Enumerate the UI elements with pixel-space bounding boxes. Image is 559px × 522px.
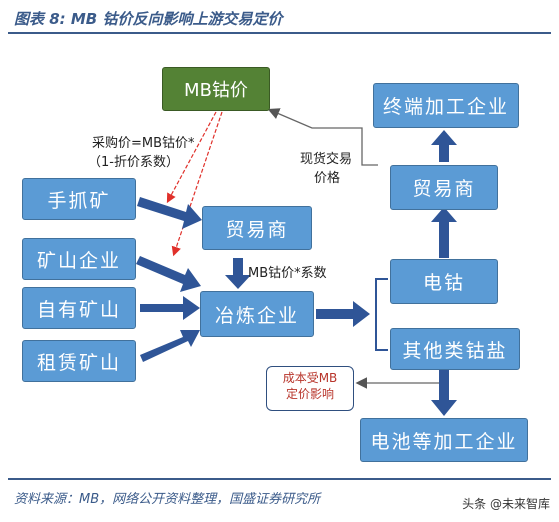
cost-note-line1: 成本受MB — [282, 371, 338, 385]
electro-cobalt-box: 电钴 — [390, 259, 498, 304]
battery-box: 电池等加工企业 — [360, 418, 528, 462]
smelter-box: 冶炼企业 — [200, 291, 314, 337]
mb-coef-label: MB钴价*系数 — [248, 266, 327, 281]
red-arrow-to-mine — [171, 111, 223, 257]
terminal-box: 终端加工企业 — [373, 83, 519, 128]
arrow-salt-to-battery — [431, 368, 457, 416]
smelter-bracket — [375, 278, 388, 351]
watermark: 头条 @未来智库 — [459, 494, 553, 513]
figure-title: 图表 8: MB 钴价反向影响上游交易定价 — [14, 10, 283, 28]
mine-company-box: 矿山企业 — [22, 238, 136, 280]
footer-rule — [8, 478, 551, 480]
arrow-own-to-smelter — [140, 296, 200, 320]
mb-price-box: MB钴价 — [162, 67, 270, 111]
spot-price-label-line2: 价格 — [314, 171, 341, 186]
purchase-formula-line2: （1-折价系数） — [88, 155, 179, 170]
arrow-smelter-to-right — [316, 301, 370, 327]
arrow-cobalt-to-trader — [431, 207, 457, 258]
hand-mine-box: 手抓矿 — [22, 178, 136, 220]
cost-note-line2: 定价影响 — [285, 387, 334, 401]
arrow-leased-to-smelter — [140, 330, 200, 362]
source-text: 资料来源：MB，网络公开资料整理，国盛证券研究所 — [14, 492, 321, 507]
purchase-formula-line1: 采购价=MB钴价* — [92, 136, 195, 151]
title-rule — [8, 32, 551, 34]
leased-mine-box: 租赁矿山 — [22, 340, 136, 382]
own-mine-box: 自有矿山 — [22, 287, 136, 329]
arrow-hand-to-trader — [137, 197, 202, 229]
other-salts-box: 其他类钴盐 — [390, 328, 520, 370]
trader-right-box: 贸易商 — [390, 165, 498, 210]
red-arrow-to-trader — [166, 111, 217, 204]
arrow-trader-to-smelter — [225, 258, 251, 289]
spot-price-line — [267, 108, 378, 166]
trader-mid-box: 贸易商 — [202, 206, 312, 250]
spot-price-label-line1: 现货交易 — [300, 152, 353, 167]
cost-note-box: 成本受MB 定价影响 — [266, 366, 354, 411]
arrow-trader-to-terminal — [431, 130, 457, 162]
arrow-mine-to-smelter — [136, 256, 201, 292]
